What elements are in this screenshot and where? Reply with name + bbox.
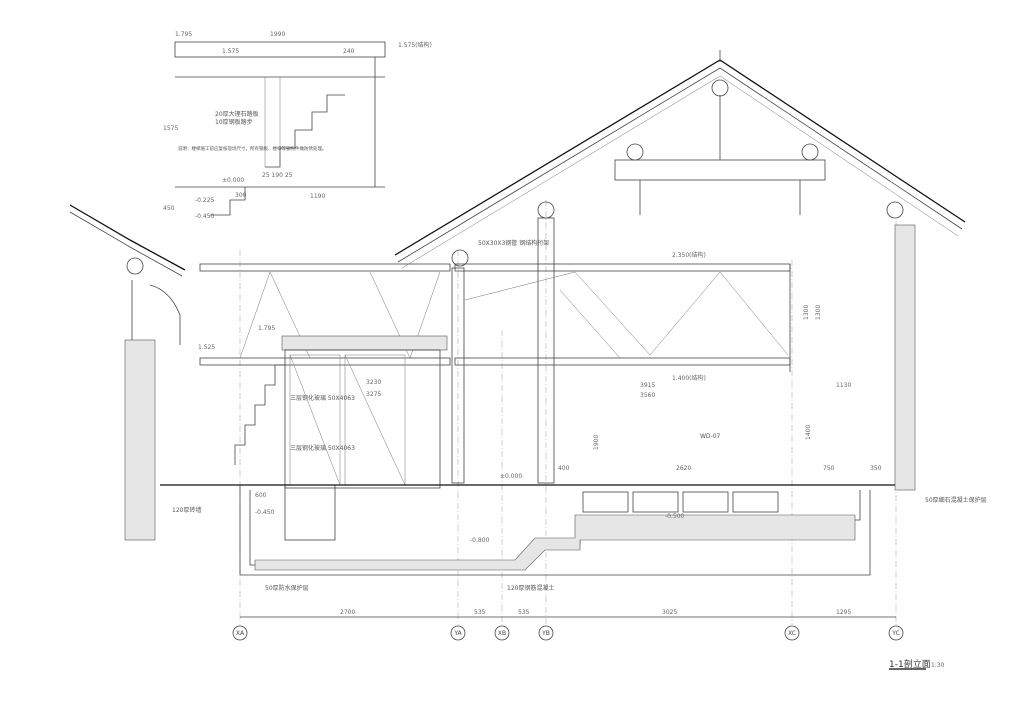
dim-240: 240	[343, 48, 355, 55]
axis-dim-3025: 3025	[662, 609, 677, 616]
stairs	[234, 364, 285, 465]
elev-1795b: 1.795	[258, 325, 275, 332]
truss-note: 50X30X3钢管 钢结构桁架	[478, 239, 549, 247]
axis-YC: YC	[888, 625, 904, 641]
elev-2350: 2.350(结构)	[672, 251, 706, 259]
axis-dim-535a: 535	[474, 609, 486, 616]
elev-0b: ±0.000	[500, 473, 522, 480]
main-roof	[394, 50, 966, 269]
title-name: 1-1剖立面	[889, 658, 931, 670]
elev-0: ±0.000	[222, 177, 244, 184]
elev-0450b: -0.450	[255, 509, 275, 516]
dim-3915: 3915	[640, 382, 655, 389]
pool-note: 50厚防水保护层	[265, 584, 309, 592]
elev-0225: -0.225	[195, 197, 215, 204]
svg-text:YA: YA	[453, 630, 462, 637]
elev-1795: 1.795	[175, 31, 192, 38]
note-b: 10厚钢板踏步	[215, 118, 253, 126]
axis-dim-2700: 2700	[340, 609, 355, 616]
step-dim: 25 190 25	[262, 172, 293, 179]
left-eave	[69, 204, 186, 541]
dim-600: 600	[255, 492, 267, 499]
bottom-note: 120厚钢筋混凝土	[507, 584, 554, 592]
elev-0450: -0.450	[195, 213, 215, 220]
axis-XB: XB	[494, 625, 510, 641]
dim-450: 450	[163, 205, 175, 212]
svg-text:YC: YC	[891, 630, 900, 637]
dim-3560: 3560	[640, 392, 655, 399]
svg-text:XB: XB	[498, 630, 506, 637]
elev-1575-struct: 1.575(结构)	[398, 41, 432, 49]
floor-and-pool	[160, 484, 895, 576]
posts	[451, 217, 555, 484]
purlin-logs	[451, 79, 904, 267]
wall-note: 120厚砖墙	[172, 506, 201, 514]
axis-XC: XC	[784, 625, 800, 641]
dim-1190: 1190	[310, 193, 325, 200]
right-wall	[894, 224, 916, 491]
elev-0500: -0.500	[665, 513, 685, 520]
note-a: 20厚大理石踏板	[215, 110, 259, 118]
stair-detail: 1990 240 1190 300 1575 450 25 190 25 1.7…	[163, 31, 432, 220]
dim-1575: 1575	[163, 125, 178, 132]
right-note: 50厚细石混凝土保护层	[925, 496, 987, 504]
dim-750: 750	[823, 465, 835, 472]
axis-dim-535b: 535	[518, 609, 530, 616]
dim-300: 300	[235, 192, 247, 199]
glass-note-1: 三层钢化玻璃 50X4063	[290, 394, 355, 402]
dim-1300b: 1300	[815, 305, 822, 320]
steel-truss	[199, 263, 791, 372]
section-labels: 2.350(结构) 1.400(结构) 1300 1300 3915 3560 …	[172, 239, 987, 592]
dim-400: 400	[558, 465, 570, 472]
svg-text:YB: YB	[541, 630, 550, 637]
elev-1525: 1.525	[198, 344, 215, 351]
dim-1990: 1990	[270, 31, 285, 38]
dim-1900: 1900	[593, 435, 600, 450]
elev-1575: 1.575	[222, 48, 239, 55]
svg-text:XC: XC	[788, 630, 796, 637]
axis-XA: XA	[232, 625, 248, 641]
axis-dimensions: 2700 535 535 3025 1295	[240, 609, 896, 618]
elev-0800: -0.800	[470, 537, 490, 544]
dim-1400: 1400	[805, 425, 812, 440]
axis-YA: YA	[450, 625, 466, 641]
detail-note: 说明：楼梯施工前应复核现场尺寸，所有钢板、楼梯等钢构件做防锈处理。	[178, 145, 327, 152]
dim-3275: 3275	[366, 391, 381, 398]
glass-enclosure	[281, 335, 448, 541]
title-scale: 1:30	[931, 662, 945, 669]
elev-1400: 1.400(结构)	[672, 374, 706, 382]
drawing-title: 1-1剖立面 1:30	[889, 658, 945, 670]
svg-text:XA: XA	[236, 630, 245, 637]
dim-1300a: 1300	[803, 305, 810, 320]
mid-note: WD-07	[700, 433, 721, 440]
axis-bubbles: XA YA XB YB XC YC	[232, 625, 904, 641]
dim-3230: 3230	[366, 379, 381, 386]
dim-2620: 2620	[676, 465, 691, 472]
axis-dim-1295: 1295	[836, 609, 851, 616]
glass-note-2: 三层钢化玻璃 50X4063	[290, 444, 355, 452]
dim-350: 350	[870, 465, 882, 472]
axis-YB: YB	[538, 625, 554, 641]
pool-windows	[582, 491, 779, 513]
dim-1130: 1130	[836, 382, 851, 389]
